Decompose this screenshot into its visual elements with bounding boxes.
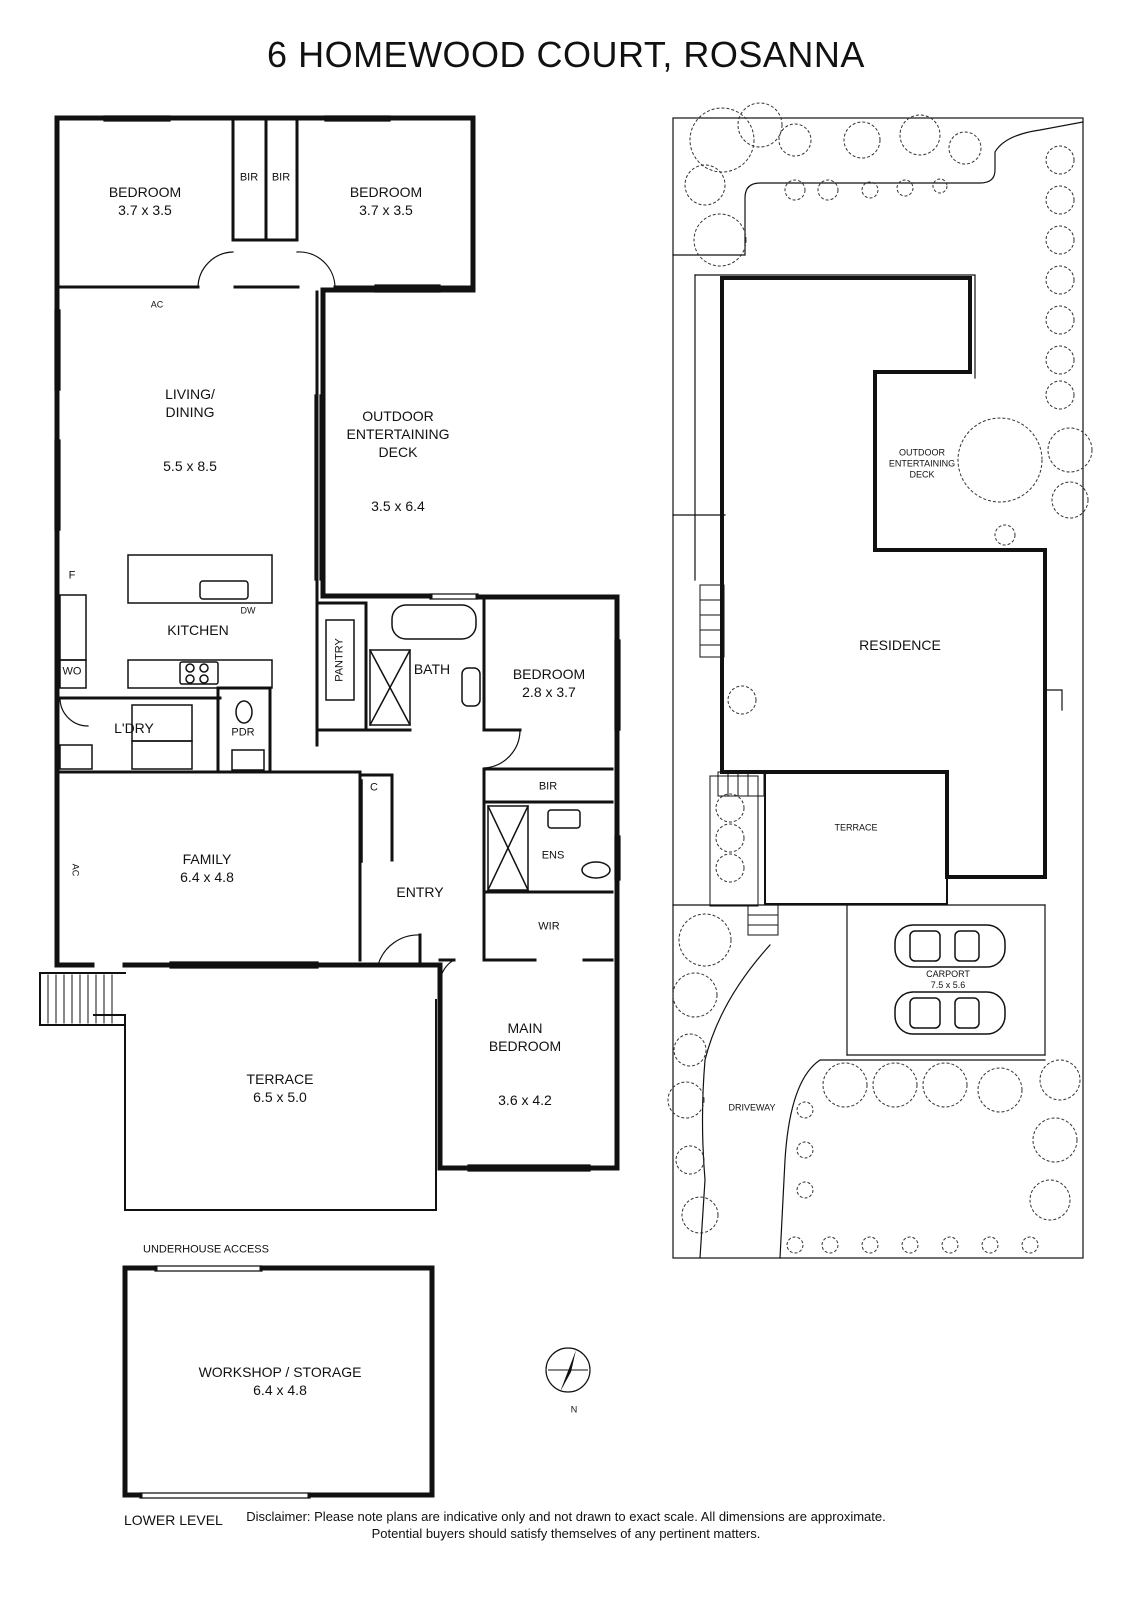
room-name: OUTDOOR ENTERTAINING DECK	[346, 408, 450, 460]
fridge-label: F	[68, 569, 76, 582]
site-carport-label: CARPORT 7.5 x 5.6	[926, 969, 970, 991]
room-name: TERRACE	[246, 1071, 314, 1087]
disclaimer-line-1: Disclaimer: Please note plans are indica…	[246, 1509, 886, 1524]
room-bedroom-nw: BEDROOM 3.7 x 3.5	[109, 183, 181, 219]
carport-cars	[894, 924, 1006, 1035]
plan-title: 6 HOMEWOOD COURT, ROSANNA	[267, 34, 865, 75]
door-swings	[59, 251, 521, 989]
room-bedroom-ne: BEDROOM 3.7 x 3.5	[350, 183, 422, 219]
room-dims: 6.5 x 5.0	[253, 1089, 307, 1105]
carport-dims: 7.5 x 5.6	[930, 980, 966, 990]
room-bir-1: BIR	[239, 171, 259, 184]
room-terrace: TERRACE 6.5 x 5.0	[247, 1070, 314, 1106]
room-bir-3: BIR	[538, 780, 558, 793]
room-dims: 5.5 x 8.5	[163, 458, 217, 474]
site-terrace-label: TERRACE	[834, 822, 878, 833]
room-main-bedroom: MAIN BEDROOM 3.6 x 4.2	[489, 983, 561, 1127]
disclaimer-line-2: Potential buyers should satisfy themselv…	[371, 1526, 761, 1541]
compass-north-label: N	[570, 1404, 578, 1415]
room-name: MAIN BEDROOM	[488, 1020, 562, 1054]
underhouse-access-label: UNDERHOUSE ACCESS	[143, 1243, 269, 1256]
room-dims: 3.5 x 6.4	[371, 498, 425, 514]
residence-footprint	[720, 276, 1047, 879]
room-outdoor-deck: OUTDOOR ENTERTAINING DECK 3.5 x 6.4	[347, 371, 450, 533]
ac-unit-family: AC	[70, 863, 81, 877]
interior-walls	[55, 120, 614, 967]
wall-oven-label: WO	[62, 665, 82, 678]
room-powder: PDR	[231, 726, 255, 739]
site-residence-label: RESIDENCE	[859, 637, 941, 653]
room-dims: 2.8 x 3.7	[522, 684, 576, 700]
room-dims: 3.7 x 3.5	[118, 202, 172, 218]
room-dims: 3.7 x 3.5	[359, 202, 413, 218]
room-dims: 3.6 x 4.2	[498, 1092, 552, 1108]
bathroom-fixtures	[361, 604, 611, 891]
site-terrace	[764, 771, 948, 905]
landscaping	[667, 102, 1093, 1254]
site-stairs	[699, 584, 779, 936]
site-boundary	[672, 117, 1084, 1259]
carport-name: CARPORT	[926, 969, 970, 979]
site-deck-label: OUTDOOR ENTERTAINING DECK	[888, 447, 956, 480]
room-living-dining: LIVING/ DINING 5.5 x 8.5	[163, 349, 217, 493]
room-laundry: L'DRY	[114, 720, 154, 736]
room-name: LIVING/ DINING	[165, 386, 215, 420]
room-entry: ENTRY	[396, 884, 444, 900]
room-kitchen: KITCHEN	[167, 622, 229, 638]
room-name: BEDROOM	[512, 666, 586, 682]
room-dims: 6.4 x 4.8	[180, 869, 234, 885]
room-bedroom-e: BEDROOM 2.8 x 3.7	[513, 665, 585, 701]
site-driveway-label: DRIVEWAY	[728, 1102, 776, 1113]
room-workshop-storage: WORKSHOP / STORAGE 6.4 x 4.8	[199, 1363, 362, 1399]
exterior-walls	[54, 115, 620, 1171]
room-bir-2: BIR	[271, 171, 291, 184]
ac-unit-living: AC	[150, 299, 164, 310]
cupboard-label: C	[370, 781, 378, 794]
compass-rose	[545, 1347, 591, 1393]
room-ensuite: ENS	[541, 849, 565, 862]
room-wir: WIR	[538, 920, 560, 933]
workshop-walls	[122, 1265, 435, 1498]
windows	[54, 115, 621, 1172]
room-pantry: PANTRY	[333, 638, 346, 682]
kitchen-fixtures	[59, 554, 355, 771]
room-family: FAMILY 6.4 x 4.8	[180, 850, 234, 886]
terrace-stairs	[47, 974, 113, 1024]
room-name: BEDROOM	[349, 184, 423, 200]
room-name: WORKSHOP / STORAGE	[198, 1364, 362, 1380]
terrace-outline	[39, 972, 437, 1211]
disclaimer: Disclaimer: Please note plans are indica…	[0, 1508, 1132, 1542]
room-name: BEDROOM	[108, 184, 182, 200]
dishwasher-label: DW	[240, 605, 256, 616]
level-label: LOWER LEVEL	[124, 1512, 223, 1528]
room-dims: 6.4 x 4.8	[253, 1382, 307, 1398]
room-name: FAMILY	[182, 851, 232, 867]
room-bath: BATH	[413, 661, 451, 677]
